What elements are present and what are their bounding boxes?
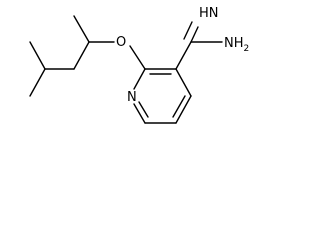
ring-bond-c6-n1-inner [138, 101, 149, 118]
bond-ch-methyl-bottom [29, 68, 46, 97]
ring-bond-c3-c4 [175, 68, 192, 97]
bond-methyl-ch [73, 15, 90, 43]
atom-label-amine: NH2 [224, 36, 249, 54]
bond-ch-methyl-top [29, 41, 46, 70]
atom-labels: HN NH2 O N [116, 6, 249, 105]
ring-bond-c4-c5 [175, 95, 192, 124]
ring-bond-n1-c2 [133, 68, 146, 90]
ring-bond-c4-c5-inner [172, 95, 186, 118]
atom-label-imine: HN [199, 6, 219, 21]
atom-label-amine-main: NH [224, 36, 244, 51]
bond-amidine-imine-double [183, 21, 193, 40]
chemical-structure: HN NH2 O N [29, 6, 249, 124]
bond-oxygen-ring [129, 45, 146, 70]
bond-lines [29, 15, 223, 124]
atom-label-amine-subscript: 2 [244, 44, 250, 54]
bond-ring-amidine [175, 41, 192, 70]
ring-bond-c6-n1 [133, 103, 146, 124]
atom-label-ether-oxygen: O [116, 35, 126, 50]
bond-amidine-imine [190, 26, 199, 43]
atom-label-ring-nitrogen: N [127, 90, 137, 105]
bond-ch-ch2 [73, 41, 90, 70]
